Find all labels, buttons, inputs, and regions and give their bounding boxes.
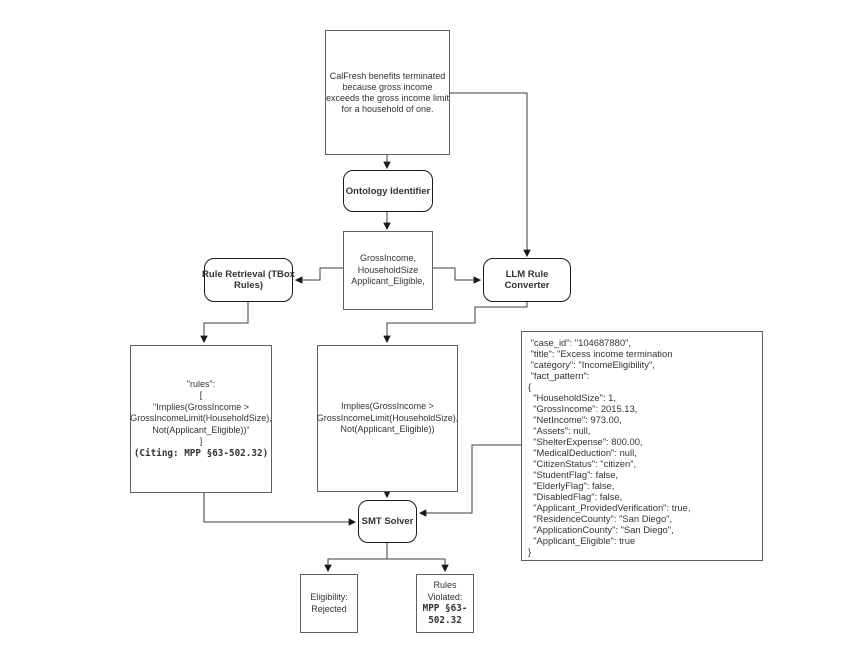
rules-violated-node: Rules Violated: MPP §63- 502.32: [416, 574, 474, 633]
case-facts-node: "case_id": "104687880", "title": "Excess…: [521, 331, 763, 561]
rules-violated-text: Rules Violated:: [427, 580, 463, 602]
retrieved-rules-citation: (Citing: MPP §63-502.32): [133, 447, 269, 459]
ontology-identifier-node: Ontology Identifier: [343, 170, 433, 212]
connector-smt-to-eligibility: [324, 543, 388, 573]
retrieved-rules-text: "rules": [ "Implies(GrossIncome > GrossI…: [130, 378, 272, 447]
converted-rule-node: Implies(GrossIncome > GrossIncomeLimit(H…: [317, 345, 458, 492]
connector-complaint-to-llm-converter: [450, 92, 531, 258]
connector-rule-retrieval-to-rules: [200, 302, 249, 344]
connector-case-facts-to-smt: [418, 444, 521, 517]
connector-terms-to-llm-converter: [433, 267, 482, 284]
connector-llm-to-converted-rule: [383, 302, 528, 344]
connector-smt-to-rules-violated: [387, 558, 449, 573]
ontology-identifier-label: Ontology Identifier: [345, 185, 431, 197]
extracted-terms-text: GrossIncome, HouseholdSize Applicant_Eli…: [351, 253, 425, 287]
converted-rule-text: Implies(GrossIncome > GrossIncomeLimit(H…: [316, 401, 459, 435]
rules-violated-code: MPP §63- 502.32: [422, 603, 468, 626]
complaint-text: CalFresh benefits terminated because gro…: [325, 70, 450, 114]
retrieved-rules-node: "rules": [ "Implies(GrossIncome > GrossI…: [130, 345, 272, 493]
extracted-terms-node: GrossIncome, HouseholdSize Applicant_Eli…: [343, 231, 433, 310]
llm-rule-converter-label: LLM Rule Converter: [504, 269, 550, 291]
complaint-node: CalFresh benefits terminated because gro…: [325, 30, 450, 155]
smt-solver-node: SMT Solver: [358, 500, 417, 543]
smt-solver-label: SMT Solver: [361, 516, 414, 527]
rule-retrieval-label: Rule Retrieval (TBox Rules): [202, 269, 295, 291]
connector-rules-to-smt: [203, 493, 357, 526]
connector-terms-to-rule-retrieval: [294, 267, 343, 284]
llm-rule-converter-node: LLM Rule Converter: [483, 258, 571, 302]
eligibility-result-node: Eligibility: Rejected: [300, 574, 358, 633]
case-facts-json: "case_id": "104687880", "title": "Excess…: [528, 337, 691, 557]
eligibility-result-text: Eligibility: Rejected: [310, 592, 348, 614]
rule-retrieval-node: Rule Retrieval (TBox Rules): [202, 258, 295, 302]
